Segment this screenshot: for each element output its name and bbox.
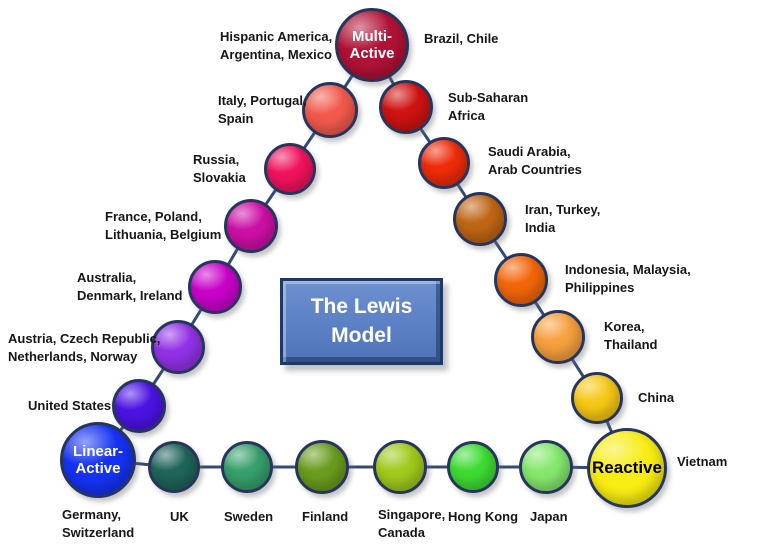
multi-active-label-2: Brazil, Chile <box>424 31 499 46</box>
united-states-label: United States <box>28 398 112 413</box>
linear-active-circle: Linear- Active <box>60 422 136 498</box>
japan-label: Japan <box>530 509 568 524</box>
finland-circle <box>295 440 349 494</box>
sub-saharan-africa-circle <box>379 80 433 134</box>
finland-label: Finland <box>302 509 349 524</box>
reactive-label: Vietnam <box>677 454 728 469</box>
china-circle <box>571 372 623 424</box>
title-box: The Lewis Model <box>280 278 443 365</box>
austria-czech-netherlands-norway-label: Austria, Czech Republic, Netherlands, No… <box>8 331 161 364</box>
australia-denmark-ireland-circle <box>188 260 242 314</box>
indonesia-malaysia-philippines-circle <box>494 253 548 307</box>
multi-active-vertex-label: Multi- Active <box>349 27 395 62</box>
uk-circle <box>148 441 200 493</box>
hong-kong-label: Hong Kong <box>448 509 519 524</box>
australia-denmark-ireland-label: Australia, Denmark, Ireland <box>77 270 183 303</box>
indonesia-malaysia-philippines-label: Indonesia, Malaysia, Philippines <box>565 262 691 295</box>
italy-portugal-spain-circle <box>302 82 358 138</box>
multi-active-label: Hispanic America, Argentina, Mexico <box>220 29 333 62</box>
saudi-arabia-arab-countries-circle <box>418 137 470 189</box>
korea-thailand-label: Korea, Thailand <box>604 319 658 352</box>
iran-turkey-india-circle <box>453 192 507 246</box>
sweden-label: Sweden <box>224 509 274 524</box>
reactive-vertex-label: Reactive <box>592 458 662 478</box>
italy-portugal-spain-label: Italy, Portugal, Spain <box>218 93 307 126</box>
china-label: China <box>638 390 675 405</box>
reactive-circle: Reactive <box>587 428 667 508</box>
sweden-circle <box>221 441 273 493</box>
uk-label: UK <box>170 509 189 524</box>
linear-active-vertex-label: Linear- Active <box>72 442 123 477</box>
japan-circle <box>519 440 573 494</box>
hong-kong-circle <box>447 441 499 493</box>
linear-active-label: Germany, Switzerland <box>62 507 135 540</box>
singapore-canada-label: Singapore, Canada <box>378 507 446 540</box>
saudi-arabia-arab-countries-label: Saudi Arabia, Arab Countries <box>488 144 582 177</box>
russia-slovakia-label: Russia, Slovakia <box>193 152 246 185</box>
korea-thailand-circle <box>531 310 585 364</box>
france-poland-lithuania-belgium-circle <box>224 199 278 253</box>
iran-turkey-india-label: Iran, Turkey, India <box>525 202 601 235</box>
austria-czech-netherlands-norway-circle <box>151 320 205 374</box>
singapore-canada-circle <box>373 440 427 494</box>
united-states-circle <box>112 379 166 433</box>
sub-saharan-africa-label: Sub-Saharan Africa <box>448 90 529 123</box>
france-poland-lithuania-belgium-label: France, Poland, Lithuania, Belgium <box>105 209 222 242</box>
multi-active-circle: Multi- Active <box>335 8 409 82</box>
title-text: The Lewis Model <box>310 295 413 347</box>
russia-slovakia-circle <box>264 143 316 195</box>
